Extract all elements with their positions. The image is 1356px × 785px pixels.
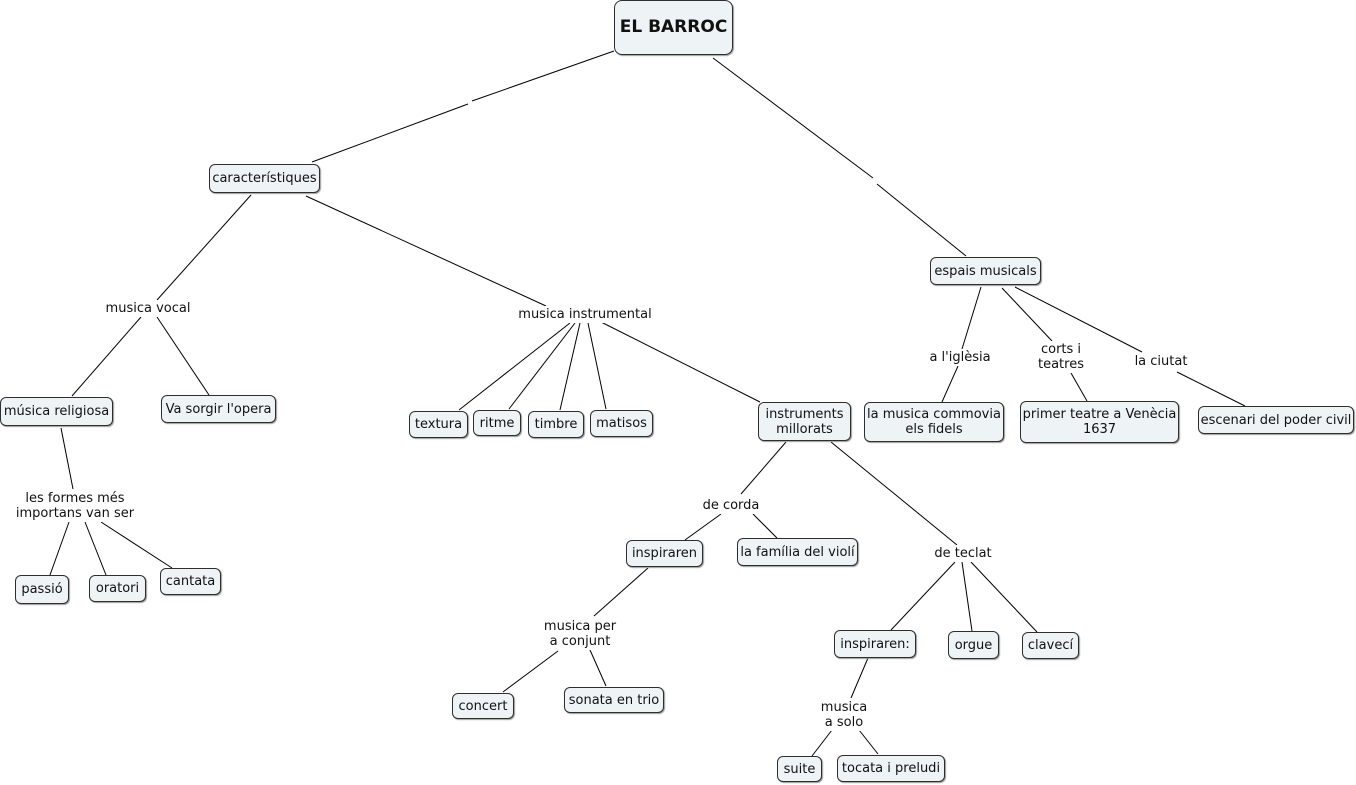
connector-line <box>508 322 576 410</box>
connector-line <box>970 561 1038 633</box>
concept-matisos[interactable]: matisos <box>590 410 653 437</box>
connector-line <box>600 321 761 403</box>
link-phrase-musica-conjunt: musica per a conjunt <box>538 617 622 650</box>
connector-line <box>830 441 958 546</box>
link-phrase-musica-vocal: musica vocal <box>103 300 193 317</box>
connector-line <box>1001 287 1053 342</box>
connector-line <box>941 365 959 403</box>
concept-caracteristiques[interactable]: característiques <box>209 164 320 193</box>
connector-line <box>100 521 173 569</box>
connector-line <box>712 57 874 179</box>
concept-timbre[interactable]: timbre <box>528 411 584 438</box>
concept-orgue[interactable]: orgue <box>948 631 999 659</box>
connector-line <box>559 322 581 411</box>
connector-line <box>890 561 956 631</box>
connector-line <box>156 194 252 301</box>
concept-inspiraren-teclat[interactable]: inspiraren: <box>834 630 916 658</box>
connector-line <box>1176 371 1246 407</box>
connector-line <box>1014 286 1143 353</box>
link-phrase-corts-teatres: corts i teatres <box>1032 341 1090 373</box>
concept-sonata-en-trio[interactable]: sonata en trio <box>564 687 664 713</box>
concept-suite[interactable]: suite <box>777 756 822 782</box>
concept-teatre-venecia[interactable]: primer teatre a Venècia 1637 <box>1020 401 1179 443</box>
link-phrase-musica-instrumental: musica instrumental <box>516 306 654 323</box>
concept-passio[interactable]: passió <box>15 575 69 604</box>
link-phrase-de-corda: de corda <box>698 497 764 514</box>
link-phrase-de-teclat: de teclat <box>931 545 995 562</box>
concept-escenari-poder-civil[interactable]: escenari del poder civil <box>1198 406 1354 434</box>
concept-familia-violi[interactable]: la família del violí <box>737 538 858 566</box>
connector-line <box>876 183 967 257</box>
connector-line <box>858 729 879 755</box>
connector-line <box>587 322 607 410</box>
concept-musica-religiosa[interactable]: música religiosa <box>0 397 113 426</box>
connector-line <box>811 729 833 757</box>
link-phrase-formes: les formes més importans van ser <box>14 489 136 522</box>
connector-line <box>961 286 982 350</box>
connector-line <box>961 561 973 632</box>
concept-ritme[interactable]: ritme <box>473 410 521 436</box>
connector-line <box>752 513 778 539</box>
concept-textura[interactable]: textura <box>409 411 468 438</box>
connector-line <box>84 521 107 576</box>
concept-root[interactable]: EL BARROC <box>614 0 733 55</box>
connector-line <box>471 50 615 102</box>
concept-musica-commovia[interactable]: la musica commovia els fidels <box>864 402 1004 442</box>
connector-line <box>740 441 787 495</box>
connector-line <box>305 195 547 307</box>
connector-line <box>49 521 70 576</box>
concept-concert[interactable]: concert <box>452 693 514 719</box>
connector-line <box>156 316 210 396</box>
concept-inspiraren[interactable]: inspiraren <box>626 540 703 567</box>
concept-instruments-millorats[interactable]: instruments millorats <box>758 402 851 441</box>
connector-line <box>589 649 607 687</box>
connector-line <box>311 103 469 163</box>
connector-line <box>850 657 869 699</box>
link-phrase-musica-solo: musica a solo <box>814 698 874 731</box>
connector-line <box>458 322 571 411</box>
concept-opera[interactable]: Va sorgir l'opera <box>161 395 276 423</box>
link-phrase-a-iglesia: a l'iglèsia <box>925 349 995 366</box>
connector-line <box>1070 372 1088 402</box>
concept-claveci[interactable]: clavecí <box>1022 632 1079 659</box>
concept-espais-musicals[interactable]: espais musicals <box>930 257 1041 285</box>
connector-line <box>60 427 74 490</box>
connector-line <box>71 316 142 397</box>
connector-line <box>502 650 559 693</box>
concept-tocata-i-preludi[interactable]: tocata i preludi <box>837 755 945 782</box>
connector-line <box>593 567 649 617</box>
concept-cantata[interactable]: cantata <box>160 568 221 595</box>
concept-oratori[interactable]: oratori <box>89 575 146 602</box>
connector-line <box>684 513 722 541</box>
link-phrase-la-ciutat: la ciutat <box>1129 353 1193 370</box>
